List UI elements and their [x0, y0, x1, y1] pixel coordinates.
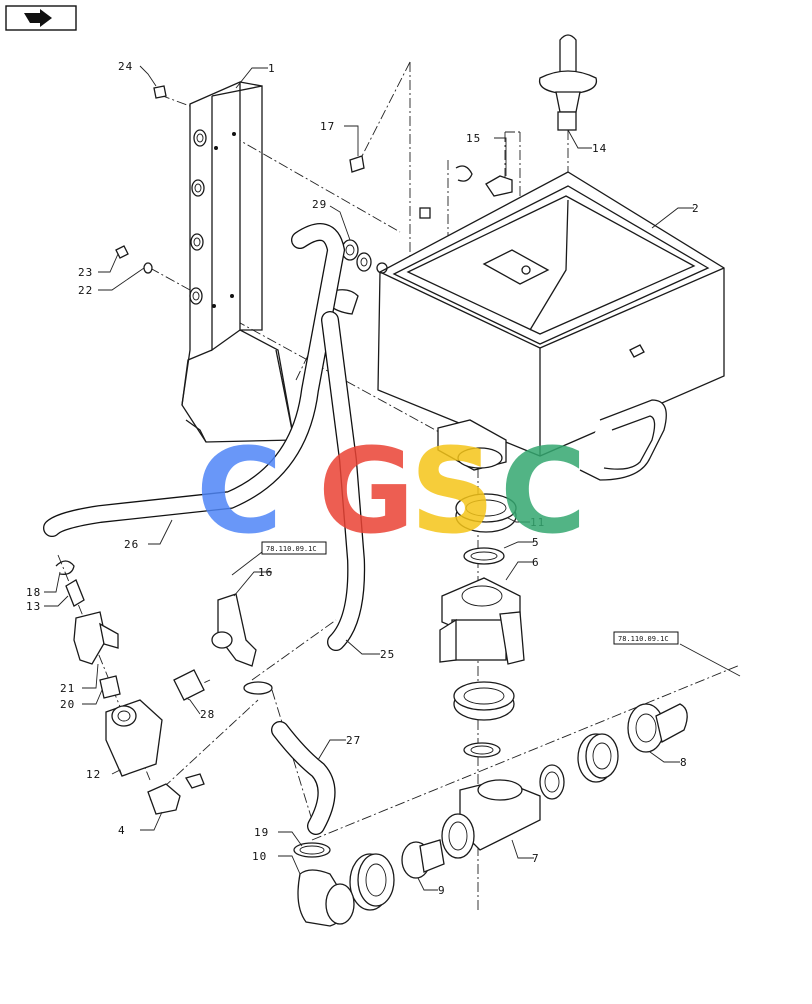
washer-22: [143, 262, 153, 274]
fittings-upper: [115, 34, 598, 315]
callout-13: 13: [26, 600, 41, 613]
seal-right: [539, 764, 565, 800]
clamp-top: [437, 419, 507, 471]
tee-7: [441, 779, 541, 859]
callout-1: 1: [268, 62, 276, 75]
callout-5: 5: [532, 536, 540, 549]
clamp-11: [455, 493, 517, 533]
callout-11: 11: [530, 516, 545, 529]
callout-2: 2: [692, 202, 700, 215]
ref-box-right[interactable]: 78.110.09.1C: [613, 631, 679, 645]
callout-26: 26: [124, 538, 139, 551]
reservoir-tank: [376, 171, 725, 481]
watermark-letter-g: G: [318, 422, 415, 560]
tee-12: [105, 699, 163, 777]
watermark: C G S C: [196, 422, 587, 560]
callout-19: 19: [254, 826, 269, 839]
hose-26: [43, 223, 346, 537]
callout-18: 18: [26, 586, 41, 599]
leader-lines: [44, 65, 741, 891]
fittings-left: [55, 560, 273, 815]
clamp-16: [243, 681, 273, 695]
ref-left-text: 78.110.09.1C: [266, 545, 317, 553]
callout-12: 12: [86, 768, 101, 781]
callout-8: 8: [680, 756, 688, 769]
callout-22: 22: [78, 284, 93, 297]
callout-28: 28: [200, 708, 215, 721]
seal-mid: [463, 742, 501, 758]
callout-17: 17: [320, 120, 335, 133]
clip-15: [455, 165, 473, 182]
callout-15: 15: [466, 132, 481, 145]
valve-6: [439, 577, 525, 665]
callout-16: 16: [258, 566, 273, 579]
tee-16: [211, 593, 257, 667]
callout-14: 14: [592, 142, 607, 155]
watermark-letter-s: S: [410, 422, 495, 560]
cap-nut-24: [153, 85, 167, 99]
plug-17: [349, 155, 365, 173]
clamp-left: [349, 853, 395, 911]
watermark-letter-c2: C: [500, 422, 587, 560]
valve-21: [73, 611, 119, 665]
ref-box-left[interactable]: 78.110.09.1C: [261, 541, 327, 555]
callout-23: 23: [78, 266, 93, 279]
callout-6: 6: [532, 556, 540, 569]
clamp-mid: [453, 681, 515, 721]
barb-13: [65, 579, 85, 607]
adapter-9: [401, 839, 445, 879]
vent-14: [538, 34, 598, 131]
callout-labels: 1 2 4 5 6 7 8 9 10 11 12 13 14 15 16 17 …: [26, 60, 700, 897]
elbow-15: [485, 175, 513, 197]
clamp-19: [293, 842, 331, 858]
valve-assembly: [293, 419, 688, 927]
callout-9: 9: [438, 884, 446, 897]
elbow-10: [297, 869, 355, 927]
nipple-28: [173, 669, 205, 701]
callout-10: 10: [252, 850, 267, 863]
seal-5: [463, 547, 505, 565]
watermark-letter-c1: C: [196, 422, 283, 560]
next-page-arrow-icon: [24, 9, 52, 27]
elbow-4: [147, 773, 205, 815]
hose-27: [271, 721, 336, 835]
callout-25: 25: [380, 648, 395, 661]
callout-7: 7: [532, 852, 540, 865]
seal-29: [341, 239, 372, 272]
ref-right-text: 78.110.09.1C: [618, 635, 669, 643]
clip-18: [55, 560, 75, 575]
callout-20: 20: [60, 698, 75, 711]
clamp-right: [577, 733, 619, 783]
fitting-8: [627, 703, 688, 753]
bracket-bolt-holes: [189, 129, 236, 308]
callout-4: 4: [118, 824, 126, 837]
nipple-20: [99, 675, 121, 699]
next-page-button[interactable]: [5, 5, 77, 31]
callout-21: 21: [60, 682, 75, 695]
callout-24: 24: [118, 60, 133, 73]
nut-23: [115, 245, 129, 259]
hose-25: [321, 311, 366, 651]
mounting-bracket: [181, 81, 295, 443]
callout-27: 27: [346, 734, 361, 747]
callout-29: 29: [312, 198, 327, 211]
